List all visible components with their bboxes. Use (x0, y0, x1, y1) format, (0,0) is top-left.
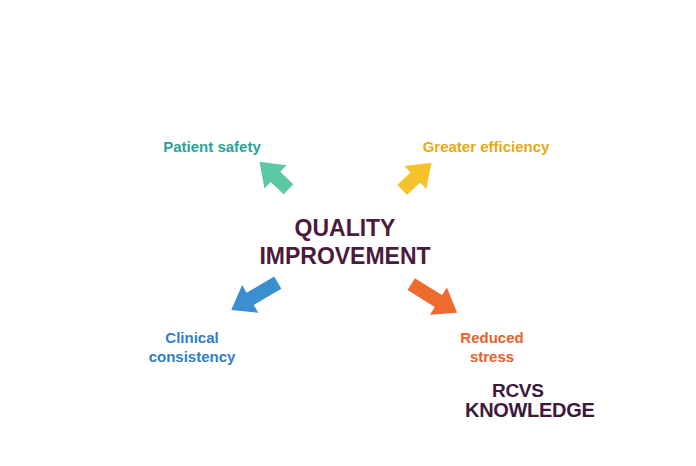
outcome-label: Reduced stress (452, 328, 532, 367)
arrow-head (404, 163, 431, 190)
paw-icon (176, 286, 208, 314)
outcome-text: Greater efficiency (423, 137, 550, 157)
outcome-label: Clinical consistency (137, 328, 247, 367)
arrow-shaft (411, 284, 439, 301)
logo-text: RCVS (492, 381, 544, 400)
outcome-label: Greater efficiency (423, 137, 550, 157)
shield-icon (210, 102, 255, 136)
logo-text: KNOWLEDGE (465, 400, 595, 420)
outcome-text: Patient safety (163, 137, 261, 157)
chart-icon (452, 95, 509, 133)
arrow-connector (402, 163, 431, 190)
outcome-text: Reduced stress (452, 328, 532, 367)
arrow-shaft (402, 177, 416, 190)
arrow-shaft (275, 176, 289, 189)
arrow-shaft (249, 283, 277, 300)
arrow-connector (231, 283, 278, 313)
center-title: QUALITY IMPROVEMENT (253, 215, 437, 270)
arrow-head (260, 162, 287, 189)
arrow-connector (260, 162, 289, 190)
arrow-head (231, 285, 258, 313)
outcome-text: Clinical consistency (137, 328, 247, 367)
center-circle: QUALITY IMPROVEMENT (250, 148, 440, 338)
outcome-label: Patient safety (163, 137, 261, 157)
person-icon (474, 287, 510, 326)
arrow-connector (411, 284, 457, 314)
arrow-head (430, 287, 457, 314)
panel (70, 55, 630, 435)
